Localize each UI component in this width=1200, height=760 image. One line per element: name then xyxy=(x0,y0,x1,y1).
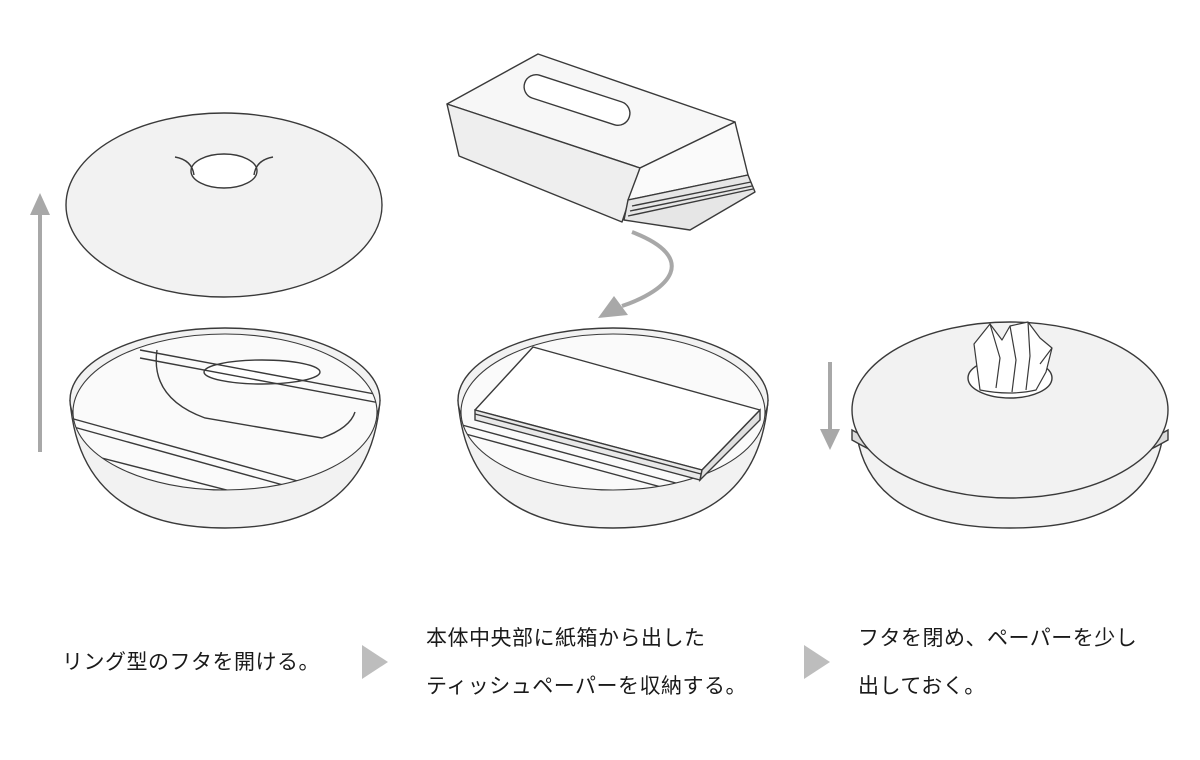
step-2-caption: 本体中央部に紙箱から出した ティッシュペーパーを収納する。 xyxy=(426,614,747,710)
tissue-box xyxy=(447,54,755,230)
up-arrow-icon xyxy=(30,193,50,452)
holder-base-open xyxy=(70,328,380,528)
holder-base-with-tissue xyxy=(458,328,768,528)
down-arrow-icon xyxy=(820,362,840,450)
step-3-caption: フタを閉め、ペーパーを少し 出しておく。 xyxy=(858,614,1137,710)
step-arrow-icon xyxy=(804,645,830,679)
instruction-diagram xyxy=(0,0,1200,560)
step-3-line-1: フタを閉め、ペーパーを少し xyxy=(858,614,1137,662)
step-1-caption: リング型のフタを開ける。 xyxy=(62,638,320,686)
curved-down-arrow-icon xyxy=(598,232,672,318)
step-2-line-2: ティッシュペーパーを収納する。 xyxy=(426,662,747,710)
step-2-line-1: 本体中央部に紙箱から出した xyxy=(426,614,747,662)
step-3-line-2: 出しておく。 xyxy=(858,662,1137,710)
step-1-line-1: リング型のフタを開ける。 xyxy=(62,638,320,686)
step-arrow-icon xyxy=(362,645,388,679)
ring-lid xyxy=(66,113,382,297)
